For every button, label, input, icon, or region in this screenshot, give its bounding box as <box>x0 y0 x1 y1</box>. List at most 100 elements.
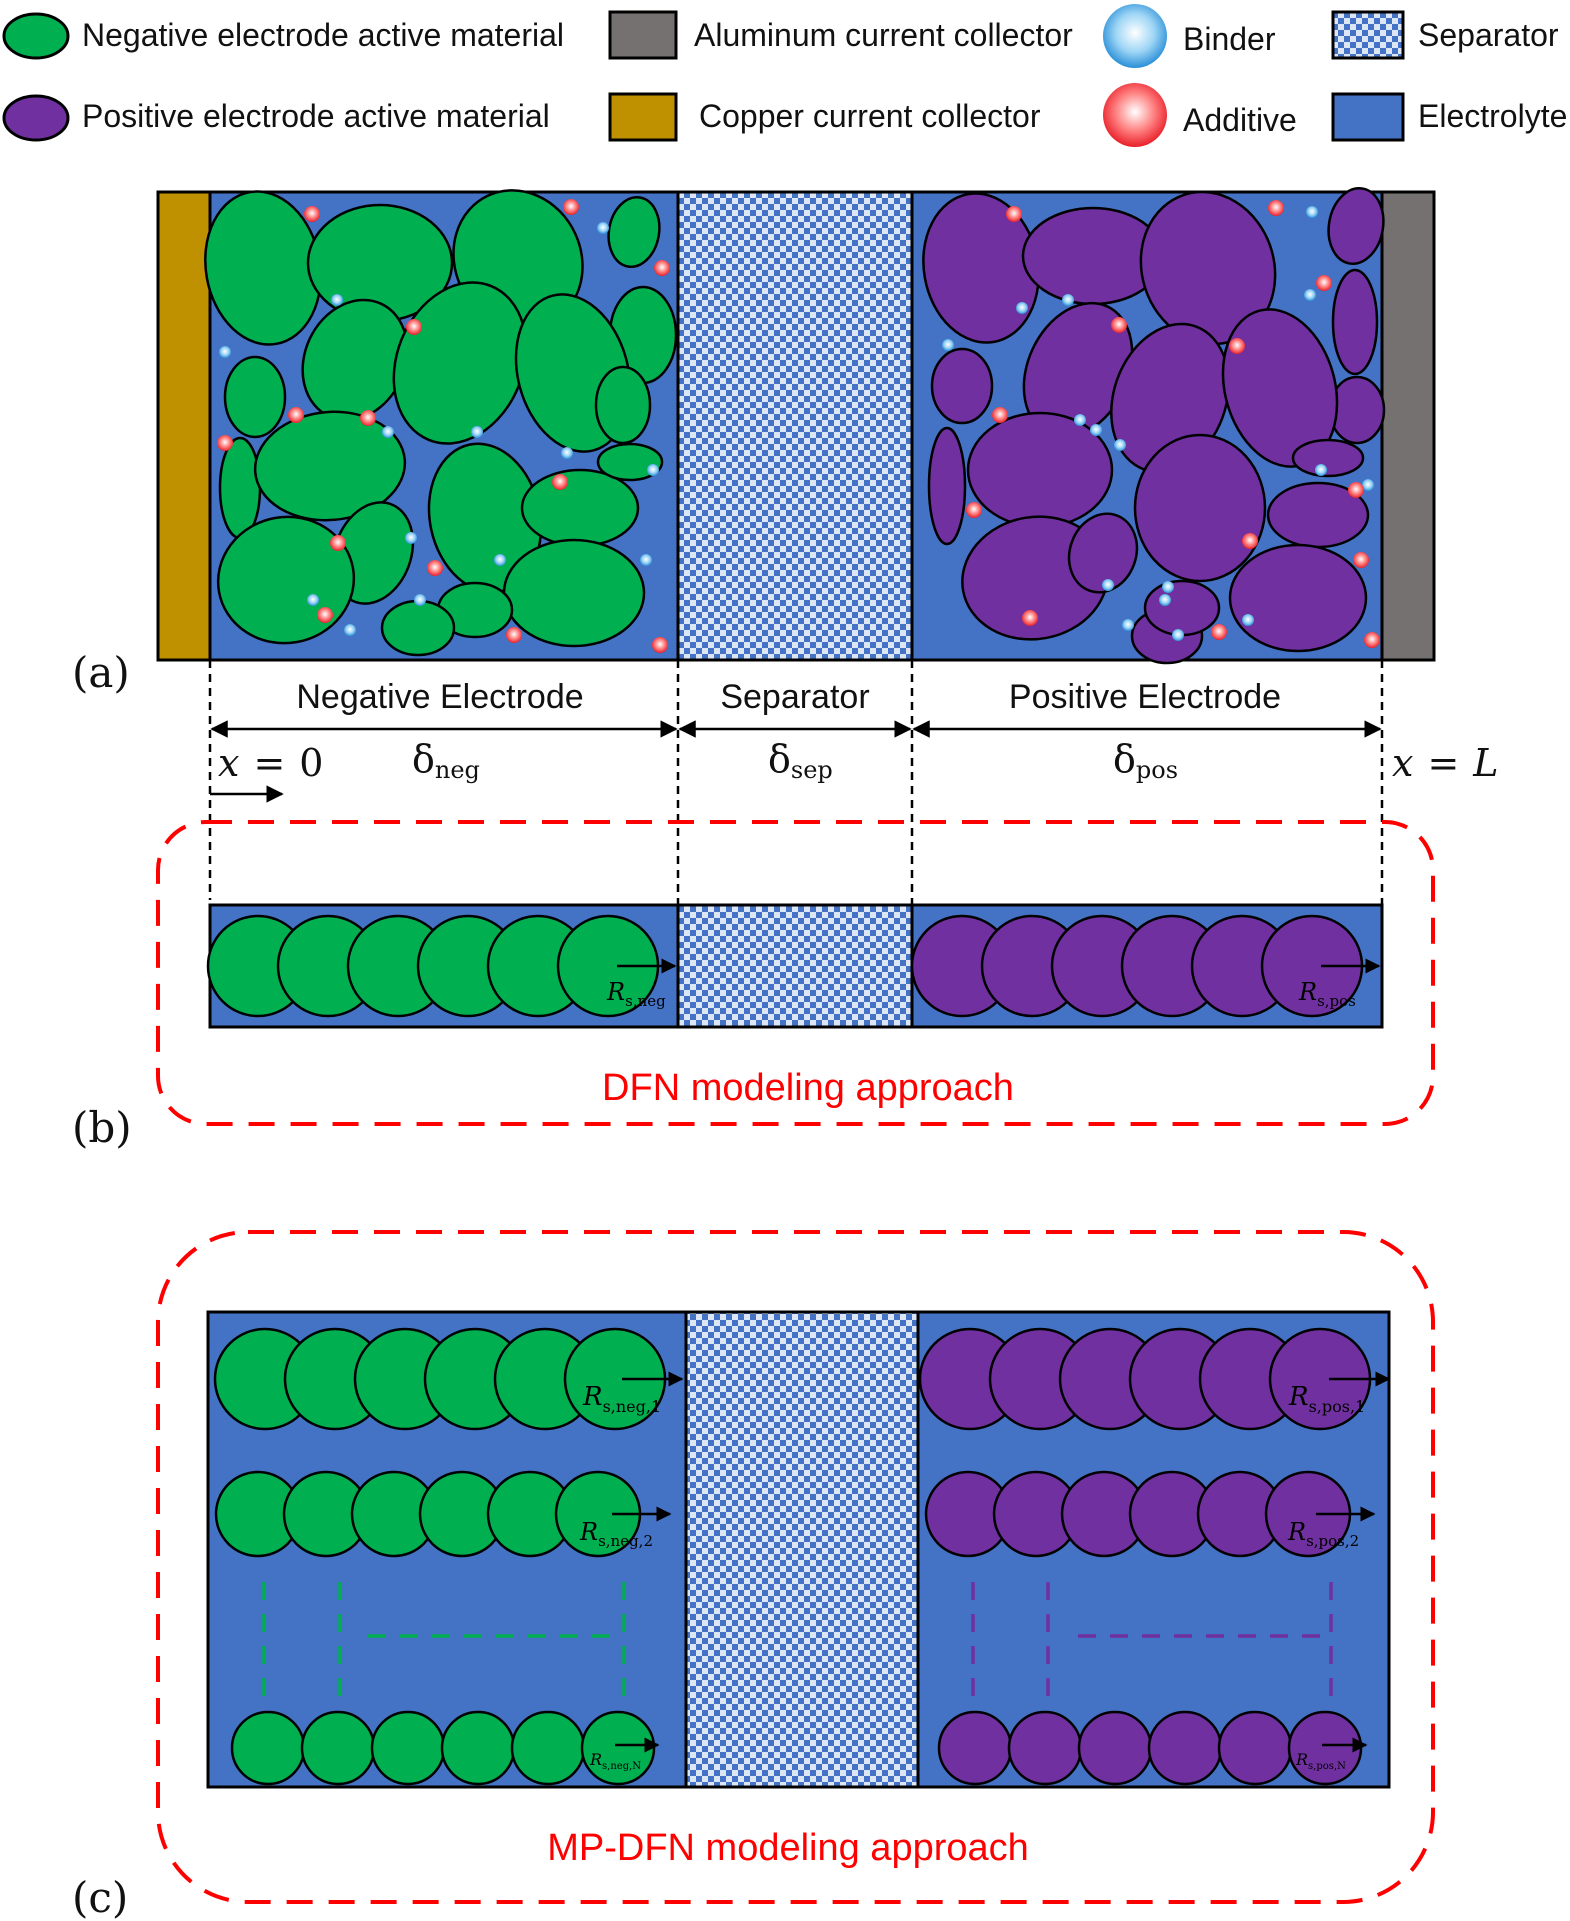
positive-active-particle <box>927 426 967 546</box>
binder-particle <box>597 222 609 234</box>
positive-active-particle <box>1067 512 1139 594</box>
mpdfn-positive-particle <box>1147 1710 1223 1786</box>
label-negative-electrode: Negative Electrode <box>296 678 583 716</box>
negative-active-swatch <box>2 12 70 60</box>
additive-particle <box>288 407 304 423</box>
dfn-approach-label: DFN modeling approach <box>602 1067 1014 1109</box>
mpdfn-negative-particle <box>440 1710 516 1786</box>
binder-particle <box>331 294 343 306</box>
dimension-markers <box>208 660 1384 905</box>
legend-label-positive-active: Positive electrode active material <box>82 98 550 134</box>
mp-neg-radius-label-1: Rs,neg,1 <box>582 1382 661 1416</box>
negative-active-particle <box>594 365 652 445</box>
negative-active-particle <box>253 410 407 522</box>
additive-particle <box>1111 317 1127 333</box>
positive-active-particle <box>1291 438 1365 478</box>
separator-swatch <box>1331 10 1405 60</box>
negative-active-particle <box>218 436 262 540</box>
mpdfn-approach-label: MP-DFN modeling approach <box>547 1827 1029 1869</box>
additive-particle <box>1022 610 1038 626</box>
additive-particle <box>217 435 233 451</box>
mpdfn-negative-particle <box>370 1710 446 1786</box>
aluminum-swatch <box>608 10 678 60</box>
binder-particle <box>1102 579 1114 591</box>
mp-pos-radius-label-1: Rs,pos,1 <box>1288 1382 1365 1416</box>
positive-active-particle <box>1327 187 1385 265</box>
copper-current-collector <box>156 190 212 662</box>
binder-particle <box>1162 581 1174 593</box>
binder-particle <box>647 464 659 476</box>
binder-particle <box>561 447 573 459</box>
mpdfn-positive-particle <box>937 1710 1013 1786</box>
dfn-neg-radius-label: Rs,neg <box>606 978 666 1010</box>
dfn-positive-particles <box>910 914 1364 1018</box>
binder-particle <box>382 426 394 438</box>
mpdfn-negative-particle <box>230 1710 306 1786</box>
additive-particle <box>1353 552 1369 568</box>
dfn-separator-region <box>676 903 914 1029</box>
additive-particle <box>563 199 579 215</box>
additive-particle <box>360 410 376 426</box>
legend-item-positive-active: Positive electrode active material <box>2 94 550 142</box>
binder-particle <box>405 532 417 544</box>
positive-active-particle <box>930 347 994 425</box>
binder-particle <box>1172 629 1184 641</box>
negative-active-particle <box>607 196 661 268</box>
label-separator: Separator <box>720 678 869 716</box>
additive-particle <box>506 627 522 643</box>
delta-sep-symbol: δsep <box>768 737 833 784</box>
legend-label-additive: Additive <box>1183 102 1297 138</box>
legend-item-electrolyte: Electrolyte <box>1331 92 1567 142</box>
panel-label-a: (a) <box>72 648 130 697</box>
mp-pos-radius-label-2: Rs,pos,2 <box>1287 1518 1359 1550</box>
mpdfn-approach-box <box>156 1230 1435 1904</box>
additive-particle <box>1006 206 1022 222</box>
binder-particle <box>1242 614 1254 626</box>
legend-item-negative-active: Negative electrode active material <box>2 12 564 60</box>
binder-particle <box>1304 289 1316 301</box>
legend: Negative electrode active material Posit… <box>2 4 1567 147</box>
legend-label-electrolyte: Electrolyte <box>1418 98 1567 134</box>
binder-particle <box>1062 294 1074 306</box>
mpdfn-positive-particle <box>1007 1710 1083 1786</box>
additive-particle <box>966 502 982 518</box>
negative-active-particle <box>223 355 287 439</box>
binder-particle <box>1159 594 1171 606</box>
x-equals-L: x=L <box>1392 741 1499 785</box>
legend-label-copper: Copper current collector <box>699 98 1041 134</box>
binder-particle <box>1362 479 1374 491</box>
legend-item-copper: Copper current collector <box>608 92 1041 142</box>
binder-particle <box>307 594 319 606</box>
additive-particle <box>992 407 1008 423</box>
binder-particle <box>1090 424 1102 436</box>
mpdfn-positive-particle <box>1217 1710 1293 1786</box>
legend-item-binder: Binder <box>1103 4 1276 68</box>
mpdfn-negative-particle <box>580 1710 656 1786</box>
additive-particle <box>1348 482 1364 498</box>
legend-label-negative-active: Negative electrode active material <box>82 17 564 53</box>
binder-particle <box>1306 206 1318 218</box>
additive-particle <box>304 206 320 222</box>
additive-particle <box>654 260 670 276</box>
positive-active-particle <box>1331 268 1379 376</box>
binder-particle <box>471 426 483 438</box>
positive-particles <box>922 187 1386 665</box>
negative-active-particle <box>380 599 456 657</box>
negative-active-particle <box>596 442 664 482</box>
binder-particle <box>344 624 356 636</box>
binder-particle <box>414 594 426 606</box>
negative-particles <box>204 189 678 657</box>
additive-particle <box>427 560 443 576</box>
dfn-approach-box <box>156 820 1435 1126</box>
additive-particle <box>652 637 668 653</box>
additive-particle <box>1229 338 1245 354</box>
legend-item-aluminum: Aluminum current collector <box>608 10 1073 60</box>
mpdfn-negative-particle <box>300 1710 376 1786</box>
additive-particle <box>317 607 333 623</box>
aluminum-current-collector <box>1380 190 1436 662</box>
